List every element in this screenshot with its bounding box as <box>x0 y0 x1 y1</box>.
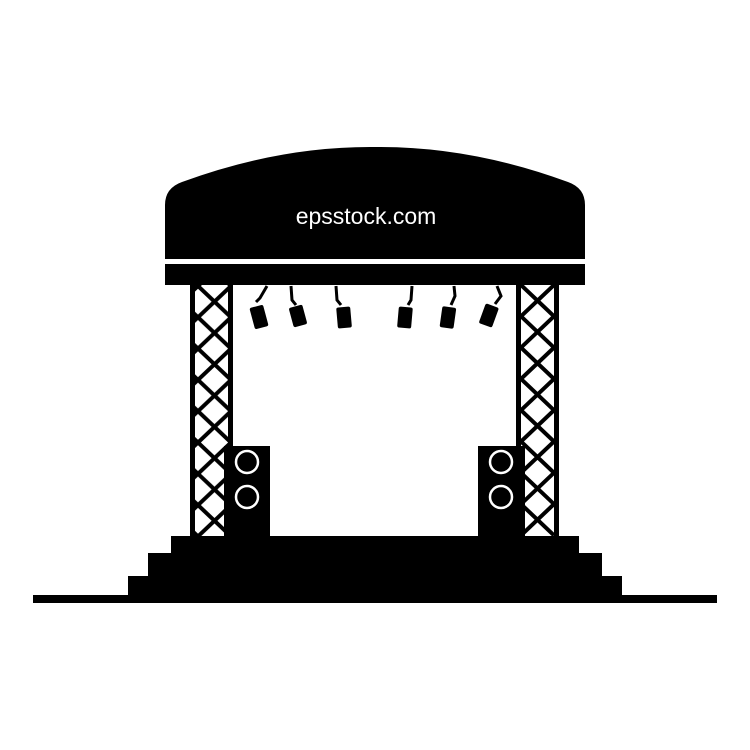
spotlight-icon <box>334 285 352 329</box>
right-truss <box>516 285 559 536</box>
step-middle <box>148 553 602 578</box>
stage-lights <box>249 285 503 329</box>
stage-platform <box>128 536 622 598</box>
speaker-cone-icon <box>234 484 260 510</box>
step-bottom <box>128 576 622 598</box>
roof-canopy: epsstock.com <box>165 146 585 259</box>
step-top <box>171 536 579 556</box>
spotlight-icon <box>479 285 503 328</box>
ground-line <box>33 595 717 603</box>
speaker-cone-icon <box>488 484 514 510</box>
left-truss <box>190 285 233 536</box>
spotlight-icon <box>397 285 414 329</box>
banner-text: epsstock.com <box>296 203 437 229</box>
speaker-cone-icon <box>488 449 514 475</box>
spotlight-icon <box>249 285 269 329</box>
spotlight-icon <box>289 285 307 328</box>
cross-beam <box>165 264 585 285</box>
right-speaker <box>478 446 525 537</box>
spotlight-icon <box>439 285 457 329</box>
speaker-cone-icon <box>234 449 260 475</box>
left-speaker <box>224 446 270 537</box>
